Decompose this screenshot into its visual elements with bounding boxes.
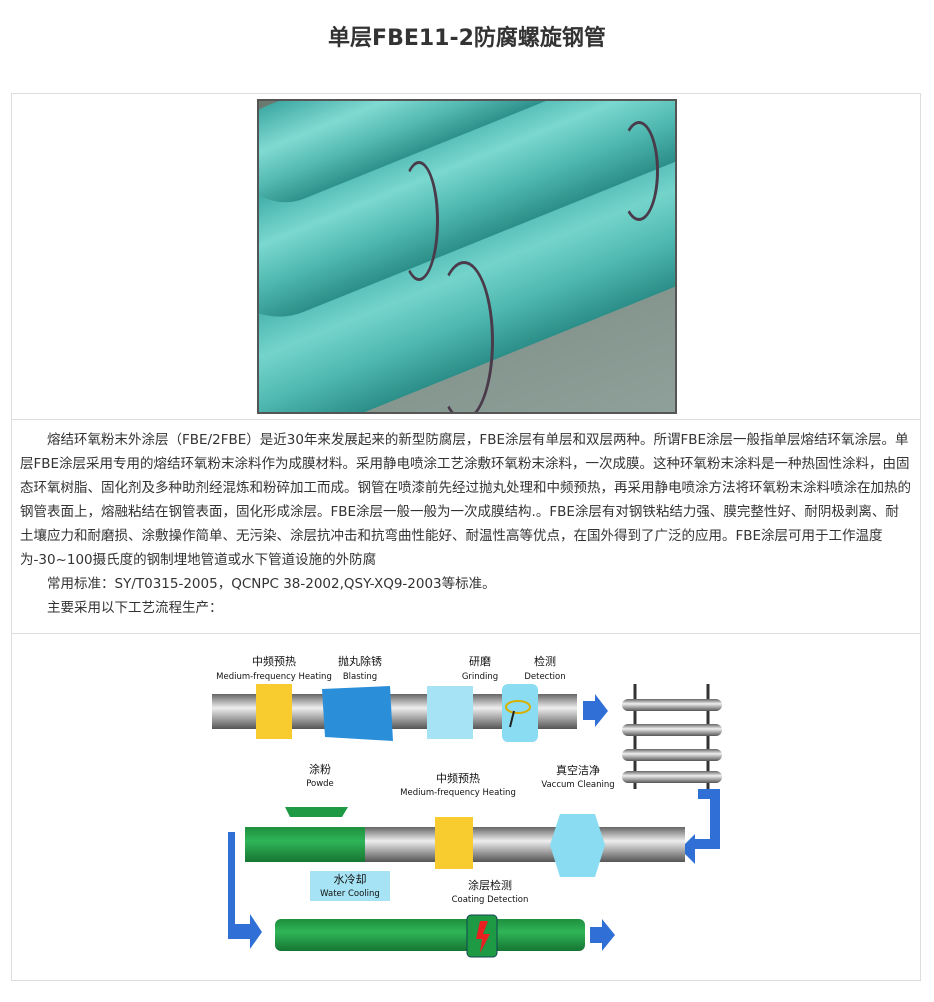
step-label-en: Grinding xyxy=(462,672,498,682)
step-label-cn: 研磨 xyxy=(469,655,491,668)
step-label-cn: 涂层检测 xyxy=(468,878,512,892)
step-label-cn: 中频预热 xyxy=(436,771,480,785)
arrow-right-icon xyxy=(590,919,615,951)
step-label-cn: 检测 xyxy=(534,654,556,668)
step-label-en: Detection xyxy=(524,672,565,682)
process-flow-diagram: 中频预热 Medium-frequency Heating 抛丸除锈 Blast… xyxy=(212,654,722,958)
intro-paragraph: 熔结环氧粉末外涂层（FBE/2FBE）是近30年来发展起来的新型防腐层，FBE涂… xyxy=(20,432,911,568)
coated-pipe xyxy=(275,919,585,951)
vacuum-block xyxy=(550,814,605,877)
step-label-en: Vaccum Cleaning xyxy=(541,780,614,790)
description-row: 熔结环氧粉末外涂层（FBE/2FBE）是近30年来发展起来的新型防腐层，FBE涂… xyxy=(12,420,920,634)
step-label-en: Medium-frequency Heating xyxy=(216,672,332,682)
step-label-cn: 真空洁净 xyxy=(556,763,600,777)
step-label-en: Blasting xyxy=(343,672,377,682)
step-label-cn: 水冷却 xyxy=(334,873,367,886)
step-label-cn: 涂粉 xyxy=(309,762,331,776)
cooling-block xyxy=(310,871,390,901)
step-label-cn: 中频预热 xyxy=(252,654,296,668)
content-table: 熔结环氧粉末外涂层（FBE/2FBE）是近30年来发展起来的新型防腐层，FBE涂… xyxy=(11,93,921,981)
pipe-photo xyxy=(257,99,677,414)
blasting-block xyxy=(322,686,393,741)
heating-block xyxy=(435,817,473,869)
process-intro: 主要采用以下工艺流程生产： xyxy=(47,600,223,616)
step-label-en: Powde xyxy=(306,779,334,789)
step-label-en: Water Cooling xyxy=(320,889,380,899)
pipe-rack xyxy=(622,684,722,864)
page-title: 单层FBE11-2防腐螺旋钢管 xyxy=(328,26,606,51)
standards-paragraph: 常用标准：SY/T0315-2005，QCNPC 38-2002,QSY-XQ9… xyxy=(47,576,496,592)
arrow-return-icon xyxy=(228,832,262,949)
arrow-right-icon xyxy=(583,694,608,727)
step-label-en: Medium-frequency Heating xyxy=(400,788,516,798)
arrow-down-icon xyxy=(680,789,720,864)
step-label-cn: 抛丸除锈 xyxy=(338,654,382,668)
step-label-en: Coating Detection xyxy=(452,895,529,905)
heating-block xyxy=(256,684,292,739)
photo-row xyxy=(12,94,920,420)
grinding-block xyxy=(427,686,473,739)
powder-hopper xyxy=(285,807,348,817)
